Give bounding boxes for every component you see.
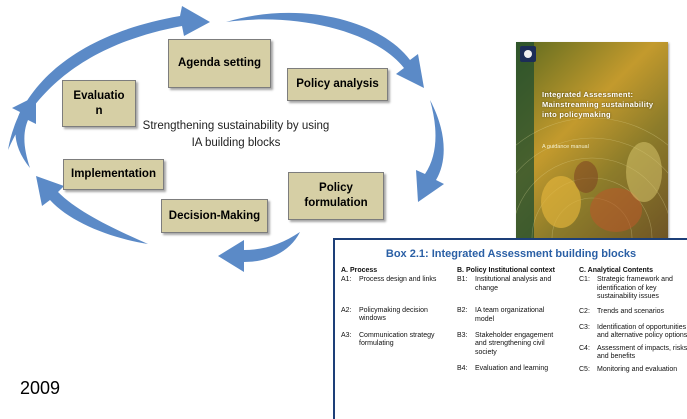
arrow-formulation-to-decision: [218, 232, 300, 272]
column-heading: B. Policy Institutional context: [457, 267, 556, 274]
list-item: B3: Stakeholder engagement and strengthen…: [457, 332, 565, 357]
item-text: Process design and links: [359, 276, 437, 284]
box-column-analytical: C. Analytical Contents C1: Strategic fram…: [579, 267, 687, 374]
list-item: C2: Trends and scenarios: [579, 308, 687, 316]
unep-logo-icon: [520, 46, 536, 62]
arrow-analysis-to-formulation: [416, 100, 444, 202]
item-code: C3:: [579, 323, 590, 331]
arrow-decision-to-implementation: [36, 176, 148, 244]
item-text: Evaluation and learning: [475, 365, 549, 373]
list-item: C1: Strategic framework and identificatio…: [579, 276, 687, 301]
stage-policy-formulation: Policy formulation: [288, 172, 384, 220]
item-text: Monitoring and evaluation: [597, 365, 678, 373]
item-code: B4:: [457, 365, 468, 373]
item-code: C1:: [579, 276, 590, 284]
item-text: Assessment of impacts, risks and benefit…: [597, 344, 687, 361]
cover-subtitle: A guidance manual: [542, 144, 589, 150]
stage-implementation: Implementation: [63, 159, 164, 190]
box-column-process: A. Process A1: Process design and links A…: [341, 267, 449, 348]
column-heading: A. Process: [341, 267, 378, 274]
stage-agenda-label: Agenda setting: [177, 57, 262, 70]
column-heading: C. Analytical Contents: [579, 267, 654, 274]
stage-decision-making: Decision-Making: [161, 199, 268, 233]
item-code: B3:: [457, 331, 468, 339]
list-item: A3: Communication strategy formulating: [341, 332, 449, 349]
item-code: A1:: [341, 276, 352, 284]
list-item: C3: Identification of opportunities and a…: [579, 324, 687, 341]
stage-evaluation: Evaluation: [62, 80, 136, 127]
cover-title: Integrated Assessment: Mainstreaming sus…: [542, 90, 654, 120]
item-text: Strategic framework and identification o…: [597, 276, 673, 301]
list-item: A1: Process design and links: [341, 276, 449, 284]
list-item: C5: Monitoring and evaluation: [579, 366, 687, 374]
item-text: Institutional analysis and change: [475, 276, 552, 292]
item-code: B2:: [457, 307, 468, 315]
arrow-implementation-to-evaluation: [12, 96, 36, 168]
stage-evaluation-label: Evaluation: [73, 89, 125, 117]
item-text: Trends and scenarios: [597, 307, 665, 315]
item-code: A3:: [341, 331, 352, 339]
stage-decision-making-label: Decision-Making: [168, 209, 261, 222]
item-code: C2:: [579, 307, 590, 315]
stage-policy-analysis: Policy analysis: [287, 68, 388, 101]
stage-implementation-label: Implementation: [71, 168, 156, 181]
item-code: B1:: [457, 276, 468, 284]
item-code: C5:: [579, 365, 590, 373]
list-item: B4: Evaluation and learning: [457, 365, 565, 373]
building-blocks-box: Box 2.1: Integrated Assessment building …: [333, 238, 687, 419]
list-item: A2: Policymaking decision windows: [341, 307, 449, 324]
item-code: C4:: [579, 344, 590, 352]
box-column-institutional: B. Policy Institutional context B1: Insti…: [457, 267, 565, 374]
year-label: 2009: [20, 378, 61, 398]
item-text: IA team organizational model: [475, 307, 545, 323]
item-text: Policymaking decision windows: [359, 306, 428, 323]
item-text: Communication strategy formulating: [359, 331, 435, 347]
report-cover-image: Integrated Assessment: Mainstreaming sus…: [516, 42, 668, 238]
list-item: B1: Institutional analysis and change: [457, 276, 565, 293]
list-item: C4: Assessment of impacts, risks and bene…: [579, 345, 687, 362]
stage-policy-analysis-label: Policy analysis: [296, 78, 379, 91]
item-code: A2:: [341, 306, 352, 314]
item-text: Stakeholder engagement and strengthening…: [475, 331, 554, 356]
cover-photo-texture: [516, 42, 668, 238]
list-item: B2: IA team organizational model: [457, 307, 565, 324]
stage-agenda-setting: Agenda setting: [168, 39, 271, 88]
arrow-evaluation-to-agenda: [8, 6, 210, 150]
box-title: Box 2.1: Integrated Assessment building …: [385, 248, 637, 260]
item-text: Identification of opportunities and alte…: [597, 323, 687, 340]
stage-policy-formulation-label: Policy formulation: [304, 182, 368, 209]
cycle-center-text: Strengthening sustainability by using IA…: [142, 120, 330, 149]
